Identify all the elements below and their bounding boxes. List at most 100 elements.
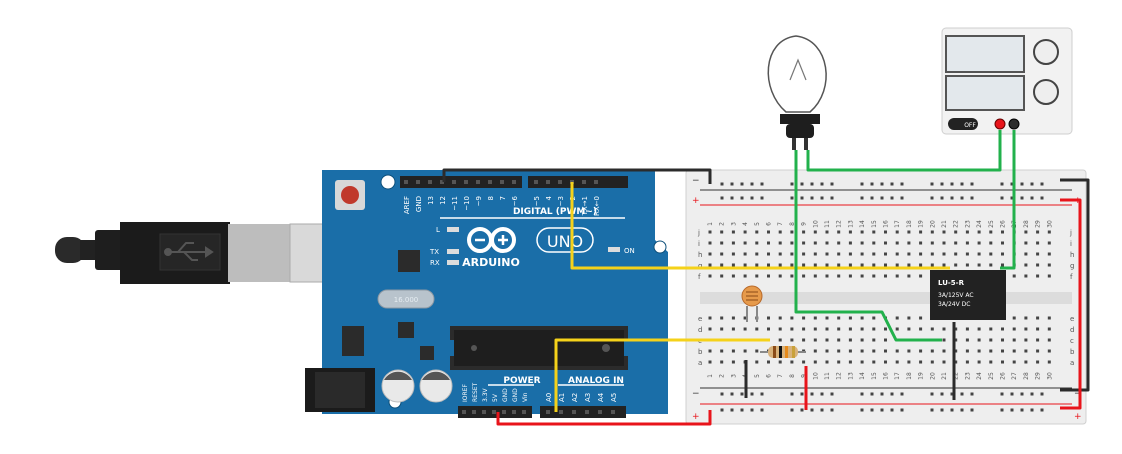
breadboard-hole[interactable] xyxy=(954,349,958,353)
breadboard-hole[interactable] xyxy=(720,263,724,267)
rail-hole[interactable] xyxy=(750,392,754,396)
breadboard-hole[interactable] xyxy=(930,360,934,364)
rail-hole[interactable] xyxy=(900,196,904,200)
breadboard-hole[interactable] xyxy=(919,230,923,234)
breadboard-hole[interactable] xyxy=(977,241,981,245)
rail-hole[interactable] xyxy=(790,196,794,200)
rail-hole[interactable] xyxy=(810,196,814,200)
breadboard-hole[interactable] xyxy=(895,274,899,278)
breadboard-hole[interactable] xyxy=(790,360,794,364)
breadboard-hole[interactable] xyxy=(977,360,981,364)
breadboard-hole[interactable] xyxy=(930,349,934,353)
breadboard-hole[interactable] xyxy=(1012,360,1016,364)
breadboard-hole[interactable] xyxy=(965,230,969,234)
breadboard-hole[interactable] xyxy=(965,263,969,267)
rail-hole[interactable] xyxy=(790,392,794,396)
breadboard-hole[interactable] xyxy=(790,327,794,331)
breadboard-hole[interactable] xyxy=(930,327,934,331)
breadboard-hole[interactable] xyxy=(848,316,852,320)
rail-hole[interactable] xyxy=(960,392,964,396)
rail-hole[interactable] xyxy=(1000,408,1004,412)
breadboard-hole[interactable] xyxy=(755,327,759,331)
breadboard-hole[interactable] xyxy=(1024,263,1028,267)
breadboard-hole[interactable] xyxy=(919,241,923,245)
analog-header[interactable] xyxy=(540,406,626,418)
breadboard-hole[interactable] xyxy=(895,360,899,364)
rail-hole[interactable] xyxy=(740,408,744,412)
breadboard-hole[interactable] xyxy=(755,252,759,256)
rail-hole[interactable] xyxy=(730,408,734,412)
breadboard-hole[interactable] xyxy=(954,230,958,234)
breadboard-hole[interactable] xyxy=(825,263,829,267)
breadboard-hole[interactable] xyxy=(942,338,946,342)
breadboard-hole[interactable] xyxy=(837,360,841,364)
breadboard-hole[interactable] xyxy=(848,252,852,256)
breadboard-hole[interactable] xyxy=(907,316,911,320)
rail-hole[interactable] xyxy=(810,392,814,396)
breadboard-hole[interactable] xyxy=(989,338,993,342)
breadboard-hole[interactable] xyxy=(860,274,864,278)
breadboard-hole[interactable] xyxy=(802,360,806,364)
breadboard-hole[interactable] xyxy=(720,230,724,234)
breadboard-hole[interactable] xyxy=(1047,338,1051,342)
breadboard-hole[interactable] xyxy=(708,274,712,278)
rail-hole[interactable] xyxy=(740,392,744,396)
rail-hole[interactable] xyxy=(800,196,804,200)
breadboard-hole[interactable] xyxy=(837,316,841,320)
breadboard-hole[interactable] xyxy=(884,252,887,256)
rail-hole[interactable] xyxy=(950,182,954,186)
breadboard-hole[interactable] xyxy=(743,241,747,245)
breadboard-hole[interactable] xyxy=(790,252,794,256)
breadboard-hole[interactable] xyxy=(790,338,794,342)
breadboard-hole[interactable] xyxy=(778,263,782,267)
breadboard-hole[interactable] xyxy=(778,360,782,364)
breadboard-hole[interactable] xyxy=(860,230,864,234)
rail-hole[interactable] xyxy=(890,196,894,200)
breadboard-hole[interactable] xyxy=(965,349,969,353)
rail-hole[interactable] xyxy=(760,182,764,186)
breadboard-hole[interactable] xyxy=(767,274,770,278)
breadboard-hole[interactable] xyxy=(720,316,724,320)
rail-hole[interactable] xyxy=(750,408,754,412)
rail-hole[interactable] xyxy=(820,196,824,200)
rail-hole[interactable] xyxy=(720,196,724,200)
rail-hole[interactable] xyxy=(820,408,824,412)
breadboard-hole[interactable] xyxy=(942,360,946,364)
breadboard-hole[interactable] xyxy=(778,230,782,234)
breadboard-hole[interactable] xyxy=(1024,274,1028,278)
breadboard-hole[interactable] xyxy=(860,316,864,320)
breadboard-hole[interactable] xyxy=(778,327,782,331)
header-pin-hole[interactable] xyxy=(585,410,589,414)
breadboard-hole[interactable] xyxy=(989,263,993,267)
breadboard-hole[interactable] xyxy=(731,360,735,364)
breadboard-hole[interactable] xyxy=(954,252,958,256)
rail-hole[interactable] xyxy=(950,196,954,200)
rail-hole[interactable] xyxy=(970,196,974,200)
breadboard-hole[interactable] xyxy=(930,241,934,245)
rail-hole[interactable] xyxy=(720,408,724,412)
rail-hole[interactable] xyxy=(1030,392,1034,396)
breadboard-hole[interactable] xyxy=(872,252,876,256)
breadboard-hole[interactable] xyxy=(1001,252,1004,256)
breadboard-hole[interactable] xyxy=(1047,316,1051,320)
breadboard-hole[interactable] xyxy=(731,316,735,320)
rail-hole[interactable] xyxy=(760,392,764,396)
breadboard-hole[interactable] xyxy=(907,263,911,267)
breadboard-hole[interactable] xyxy=(743,349,747,353)
rail-hole[interactable] xyxy=(730,392,734,396)
breadboard-hole[interactable] xyxy=(825,349,829,353)
rail-hole[interactable] xyxy=(970,392,974,396)
breadboard-hole[interactable] xyxy=(977,263,981,267)
breadboard-hole[interactable] xyxy=(731,241,735,245)
breadboard-hole[interactable] xyxy=(778,316,782,320)
header-pin-hole[interactable] xyxy=(502,410,506,414)
rail-hole[interactable] xyxy=(860,392,864,396)
rail-hole[interactable] xyxy=(1000,392,1004,396)
breadboard-hole[interactable] xyxy=(1024,316,1028,320)
rail-hole[interactable] xyxy=(870,408,874,412)
breadboard-hole[interactable] xyxy=(884,241,887,245)
breadboard-hole[interactable] xyxy=(790,241,794,245)
rail-hole[interactable] xyxy=(1020,392,1024,396)
breadboard-hole[interactable] xyxy=(1036,241,1040,245)
rail-hole[interactable] xyxy=(1020,408,1024,412)
